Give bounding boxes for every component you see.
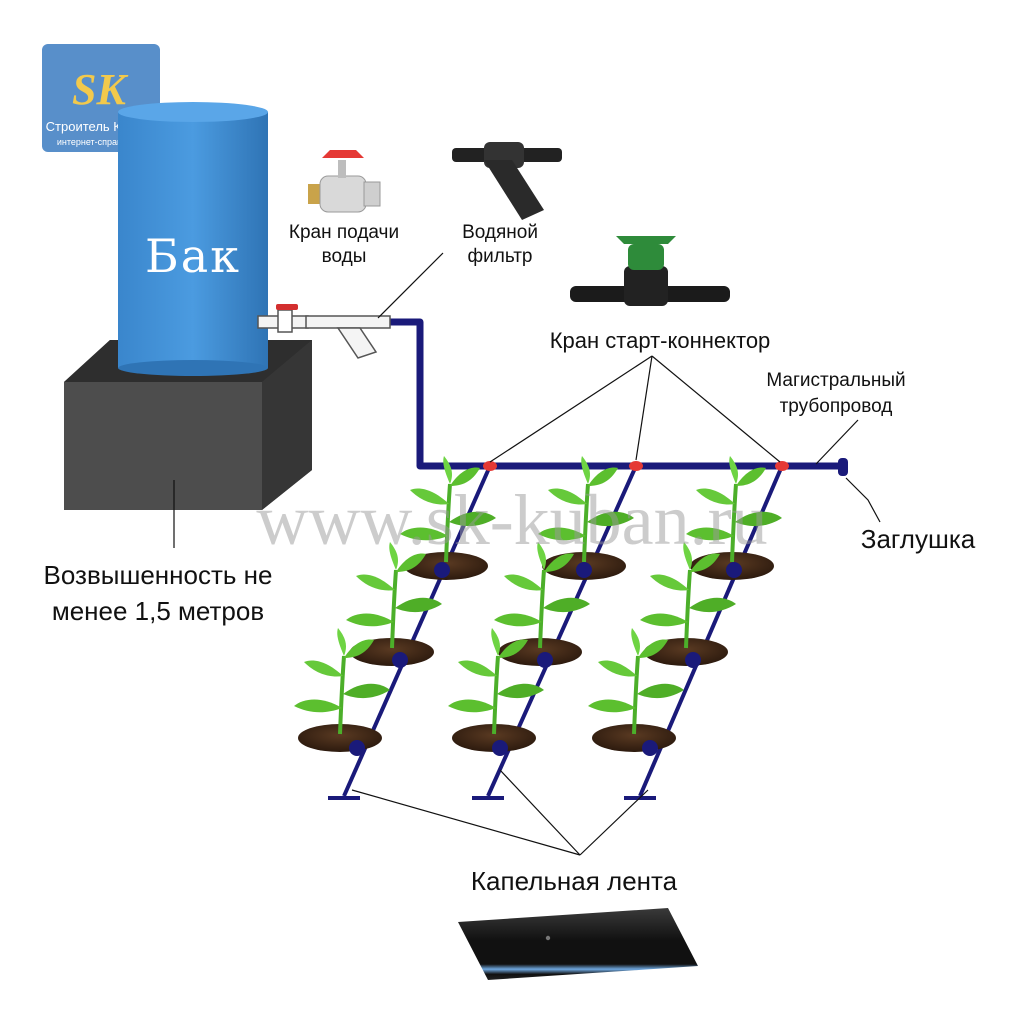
valve-label-line2: воды: [322, 246, 367, 267]
connector-label: Кран старт-коннектор: [550, 328, 771, 353]
mainline-label-line1: Магистральный: [766, 370, 905, 391]
start-connector-joint: [483, 461, 497, 471]
drip-tape-icon: [458, 908, 698, 980]
start-connector-joint: [629, 461, 643, 471]
filter-label-line2: фильтр: [467, 246, 532, 267]
inline-filter: [305, 315, 391, 359]
logo-mark: SK: [72, 65, 128, 114]
stand-label-line1: Возвышенность не: [44, 560, 273, 590]
filter-label-line1: Водяной: [462, 222, 538, 243]
ball-valve-icon: [308, 150, 381, 213]
start-connector-icon: [570, 236, 730, 306]
stand-label-line2: менее 1,5 метров: [52, 596, 264, 626]
mainline-label-line2: трубопровод: [780, 396, 893, 417]
watermark: www.sk-kuban.ru: [256, 480, 767, 560]
start-connector-joint: [775, 461, 789, 471]
inline-valve: [257, 304, 309, 333]
logo-subtitle: интернет-справочник: [57, 137, 145, 147]
pointer-lines: [173, 252, 881, 856]
valve-label-line1: Кран подачи: [289, 222, 399, 243]
water-tank: Бак: [118, 102, 268, 376]
drip-tape-label: Капельная лента: [471, 866, 678, 896]
drip-emitters: [349, 562, 742, 756]
tank-label: Бак: [145, 229, 241, 283]
end-plug: [838, 458, 848, 476]
plug-label: Заглушка: [861, 524, 976, 554]
y-filter-icon: [452, 142, 562, 220]
